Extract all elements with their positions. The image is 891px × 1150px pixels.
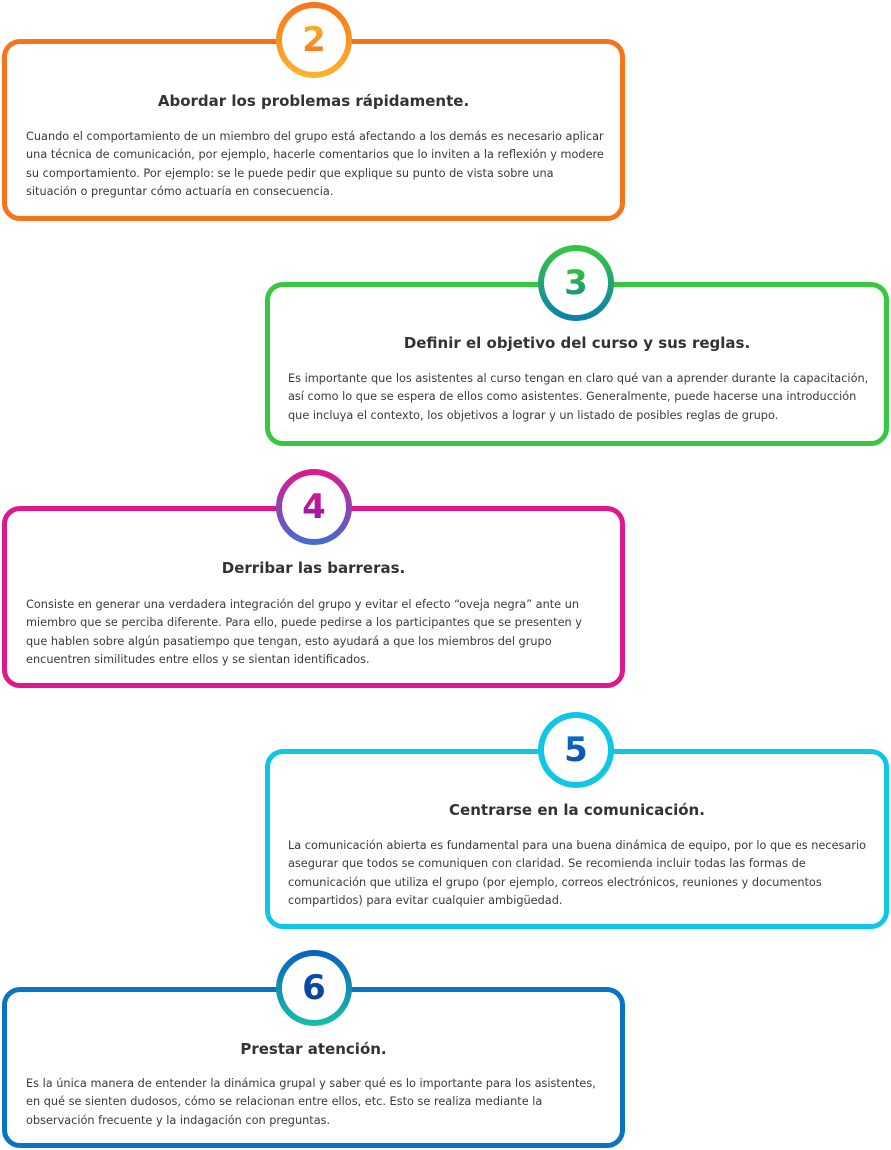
step-number-badge-2: 2	[276, 2, 352, 78]
step-description: Consiste en generar una verdadera integr…	[26, 598, 582, 666]
step-title: Definir el objetivo del curso y sus regl…	[403, 334, 751, 352]
step-title: Derribar las barreras.	[221, 559, 406, 577]
step-description: Es importante que los asistentes al curs…	[288, 372, 869, 422]
step-title: Abordar los problemas rápidamente.	[157, 92, 470, 110]
step-number-badge-3: 3	[538, 245, 614, 321]
step-description: Cuando el comportamiento de un miembro d…	[26, 130, 604, 198]
step-title: Centrarse en la comunicación.	[449, 801, 705, 819]
step-number: 2	[302, 20, 326, 60]
step-number-badge-4: 4	[276, 469, 352, 545]
step-number: 4	[302, 487, 326, 527]
step-number: 3	[564, 263, 588, 303]
step-description: La comunicación abierta es fundamental p…	[288, 839, 867, 907]
step-description: Es la única manera de entender la dinámi…	[26, 1077, 596, 1127]
step-title: Prestar atención.	[240, 1040, 387, 1058]
step-number: 5	[564, 730, 588, 770]
step-number-badge-6: 6	[276, 950, 352, 1026]
step-number-badge-5: 5	[538, 712, 614, 788]
step-number: 6	[302, 968, 326, 1008]
